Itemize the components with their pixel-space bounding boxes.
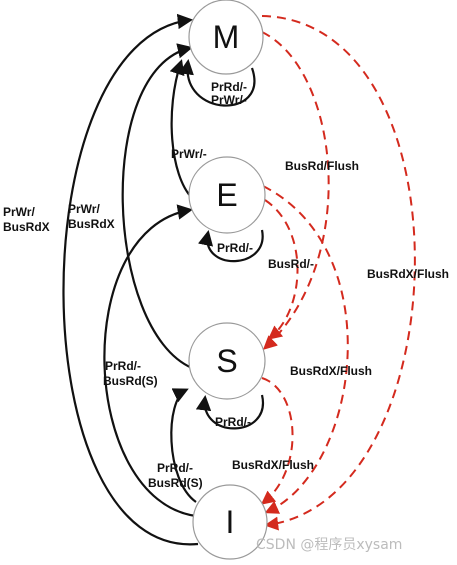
self-loop-m: [178, 58, 256, 107]
label-e-self: PrRd/-: [217, 241, 253, 255]
self-loop-e: [197, 229, 264, 263]
label-m-to-s: BusRd/Flush: [285, 159, 359, 173]
label-i-to-s-line2: BusRd(S): [148, 476, 203, 490]
state-s-label: S: [216, 343, 237, 379]
state-m-label: M: [213, 19, 240, 55]
label-s-to-m-line2: BusRdX: [68, 217, 115, 231]
label-m-self-rd: PrRd/-: [211, 80, 247, 94]
label-i-to-m-line2: BusRdX: [3, 220, 50, 234]
label-s-self: PrRd/-: [215, 415, 251, 429]
label-s-to-m-line1: PrWr/: [68, 202, 100, 216]
edge-m-to-i: [261, 15, 416, 531]
state-i-circle: [192, 484, 268, 560]
label-m-self-wr: PrWr/-: [211, 93, 247, 107]
edge-i-to-e: [103, 204, 197, 518]
label-m-to-i: BusRdX/Flush: [367, 267, 449, 281]
state-i-label: I: [226, 504, 235, 540]
state-m-circle: [188, 0, 264, 75]
edge-e-to-m: [169, 59, 193, 199]
watermark-text: CSDN @程序员xysam: [256, 537, 402, 553]
state-e-label: E: [216, 177, 237, 213]
state-s-circle: [188, 322, 266, 400]
label-s-to-i: BusRdX/Flush: [232, 458, 314, 472]
edge-s-to-i: [260, 377, 294, 505]
self-loop-s: [195, 394, 265, 430]
label-e-to-i: BusRdX/Flush: [290, 364, 372, 378]
edge-i-to-s: [170, 388, 197, 503]
label-e-to-m: PrWr/-: [171, 147, 207, 161]
edge-s-to-m: [121, 43, 193, 370]
label-e-to-s: BusRd/-: [268, 257, 314, 271]
edge-e-to-s: [264, 199, 299, 340]
edge-e-to-i: [262, 185, 349, 514]
label-i-to-s-line1: PrRd/-: [157, 461, 193, 475]
state-e-circle: [188, 156, 266, 234]
label-i-to-e-line2: BusRd(S): [103, 374, 158, 388]
label-i-to-m-line1: PrWr/: [3, 205, 35, 219]
label-i-to-e-line1: PrRd/-: [105, 359, 141, 373]
edge-i-to-m: [62, 13, 199, 546]
edge-m-to-s: [261, 31, 330, 350]
